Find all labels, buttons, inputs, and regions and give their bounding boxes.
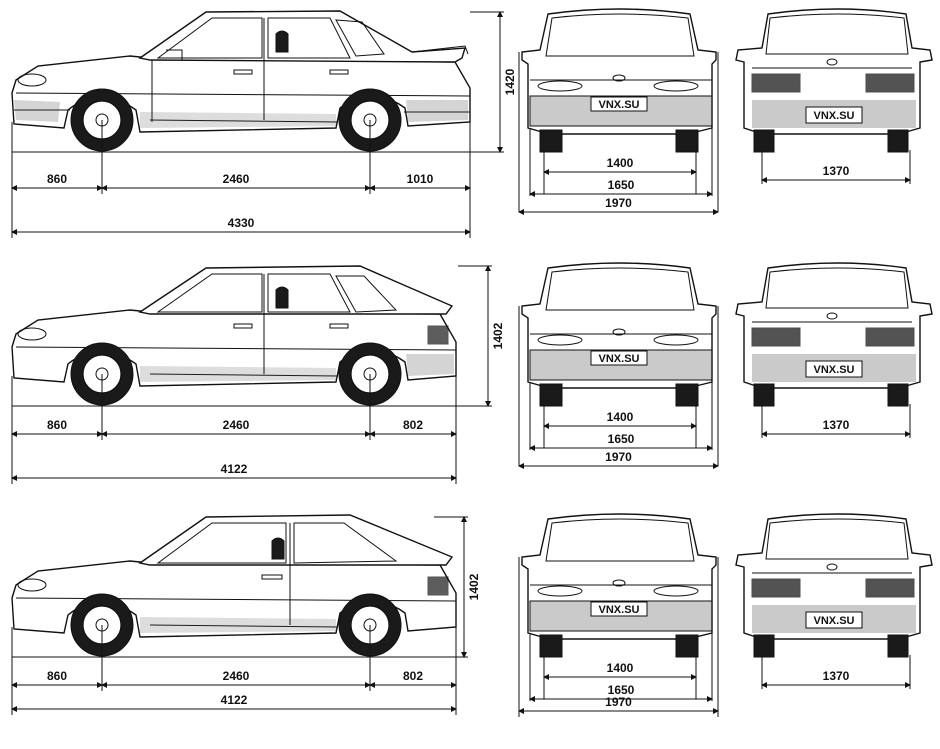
hatch3-front-view bbox=[521, 513, 717, 658]
row2-height-label: 1402 bbox=[491, 322, 505, 349]
row1-body-width-label: 1650 bbox=[608, 178, 635, 192]
row2-body-width-label: 1650 bbox=[608, 432, 635, 446]
row2-wheelbase-label: 2460 bbox=[223, 418, 250, 432]
row1-front-plate: VNX.SU bbox=[599, 99, 640, 111]
hatch5-rear-view bbox=[735, 262, 933, 407]
row3-rear-overhang-label: 802 bbox=[403, 669, 423, 683]
row1-rear-track-label: 1370 bbox=[823, 164, 850, 178]
row2-mirror-width-label: 1970 bbox=[605, 450, 632, 464]
sedan-rear-view bbox=[735, 8, 933, 153]
row2-front-track-label: 1400 bbox=[607, 410, 634, 424]
row1-wheelbase-label: 2460 bbox=[223, 172, 250, 186]
hatch3-rear-view bbox=[735, 513, 933, 658]
row1-front-overhang-label: 860 bbox=[47, 172, 67, 186]
row3-mirror-width-label: 1970 bbox=[605, 695, 632, 709]
row3-front-overhang-label: 860 bbox=[47, 669, 67, 683]
row1-rear-overhang-label: 1010 bbox=[407, 172, 434, 186]
row2-front-plate: VNX.SU bbox=[599, 353, 640, 365]
row3-body-width-label: 1650 bbox=[608, 683, 635, 697]
hatch5-front-view bbox=[521, 262, 717, 407]
row2-rear-plate: VNX.SU bbox=[814, 364, 855, 376]
row3-wheelbase-label: 2460 bbox=[223, 669, 250, 683]
row3-rear-track-label: 1370 bbox=[823, 669, 850, 683]
row3-rear-plate: VNX.SU bbox=[814, 615, 855, 627]
row-hatch5 bbox=[11, 262, 933, 407]
row1-length-label: 4330 bbox=[228, 216, 255, 230]
row3-front-plate: VNX.SU bbox=[599, 604, 640, 616]
row2-front-overhang-label: 860 bbox=[47, 418, 67, 432]
hatch5-side-view bbox=[11, 265, 457, 406]
row1-height-label: 1420 bbox=[503, 68, 517, 95]
row3-length-label: 4122 bbox=[221, 693, 248, 707]
hatch3-side-view bbox=[11, 514, 457, 657]
row-sedan bbox=[11, 8, 933, 153]
row2-length-label: 4122 bbox=[221, 462, 248, 476]
row2-rear-track-label: 1370 bbox=[823, 418, 850, 432]
row2-rear-overhang-label: 802 bbox=[403, 418, 423, 432]
row1-rear-plate: VNX.SU bbox=[814, 110, 855, 122]
row1-mirror-width-label: 1970 bbox=[605, 196, 632, 210]
sedan-front-view bbox=[521, 8, 717, 153]
row3-front-track-label: 1400 bbox=[607, 661, 634, 675]
row3-height-label: 1402 bbox=[467, 573, 481, 600]
sedan-side-view bbox=[11, 10, 471, 152]
row1-front-track-label: 1400 bbox=[607, 156, 634, 170]
